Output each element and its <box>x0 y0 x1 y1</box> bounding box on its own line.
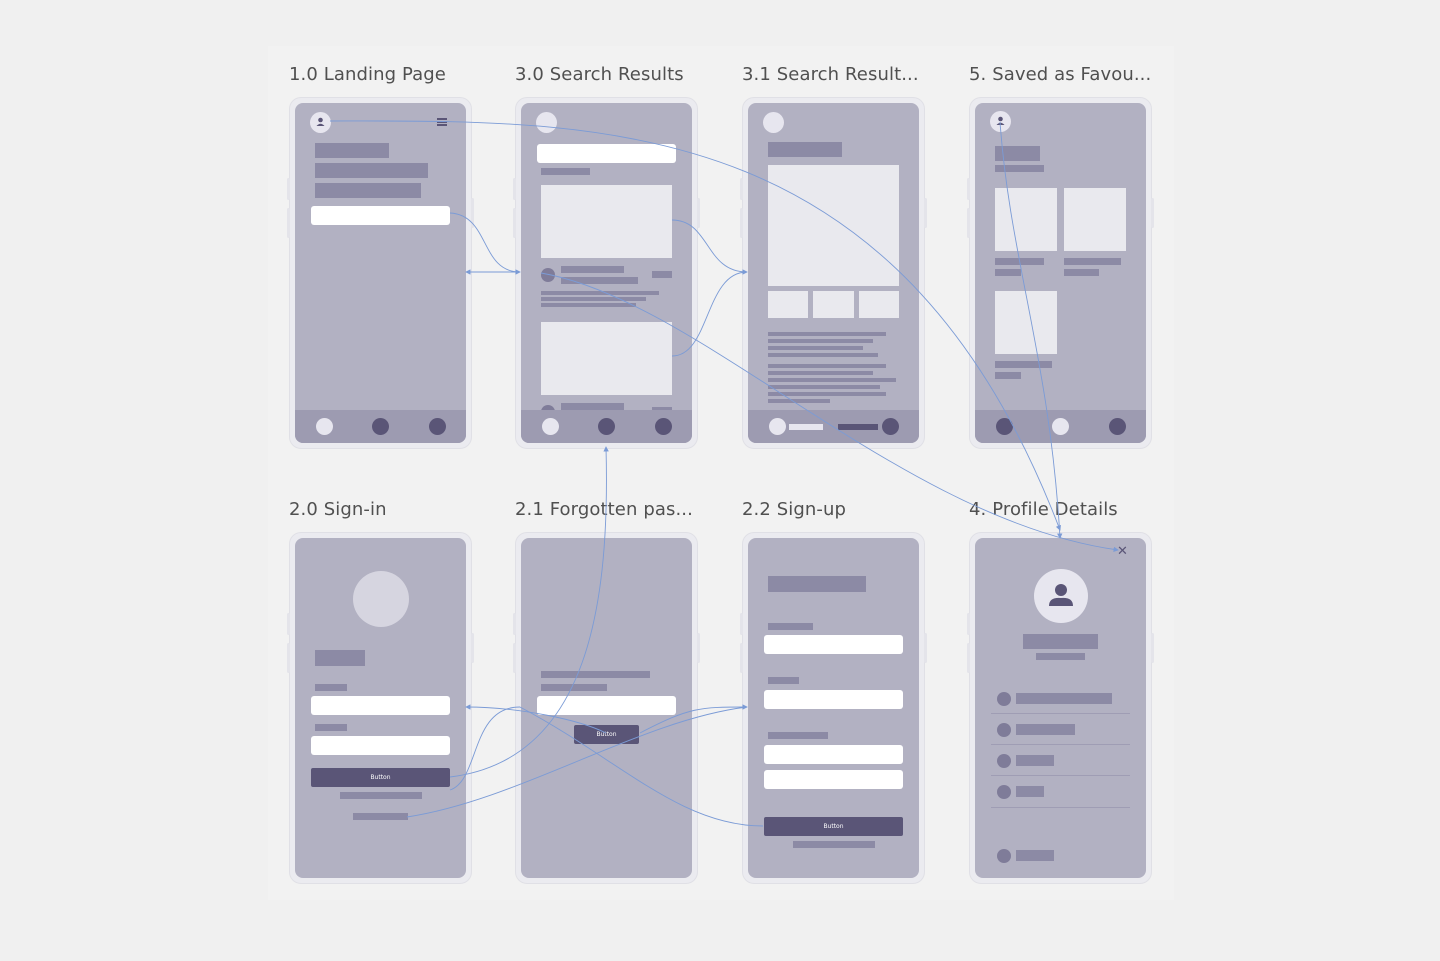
nav-icon-home[interactable] <box>996 418 1013 435</box>
screen-title-profile-details: 4. Profile Details <box>969 499 1118 520</box>
profile-menu-item[interactable] <box>1016 724 1075 735</box>
profile-menu-item[interactable] <box>1016 693 1112 704</box>
screen-sign-up: Button <box>748 538 919 878</box>
password-field[interactable] <box>311 736 450 755</box>
screen-sign-in: Button <box>295 538 466 878</box>
nav-icon-favourite[interactable] <box>882 418 899 435</box>
nav-icon-profile[interactable] <box>429 418 446 435</box>
username-field[interactable] <box>311 696 450 715</box>
avatar-icon[interactable] <box>536 112 557 133</box>
menu-icon[interactable] <box>437 118 447 126</box>
phone-sign-up[interactable]: Button <box>740 532 927 884</box>
profile-menu-item[interactable] <box>1016 786 1044 797</box>
bottom-nav <box>975 410 1146 443</box>
favourite-item[interactable] <box>1064 188 1126 251</box>
detail-main-image[interactable] <box>768 165 899 286</box>
phone-forgotten-password[interactable]: Button <box>513 532 700 884</box>
sign-in-button[interactable]: Button <box>311 768 450 787</box>
screen-title-sign-in: 2.0 Sign-in <box>289 499 387 520</box>
phone-landing[interactable] <box>287 97 474 449</box>
phone-saved-favourites[interactable] <box>967 97 1154 449</box>
result-image[interactable] <box>541 322 672 395</box>
phone-search-result-detail[interactable] <box>740 97 927 449</box>
sign-up-link[interactable] <box>353 813 408 820</box>
screen-title-landing: 1.0 Landing Page <box>289 64 446 85</box>
phone-search-results[interactable] <box>513 97 700 449</box>
sign-up-button[interactable]: Button <box>764 817 903 836</box>
nav-icon-profile[interactable] <box>1109 418 1126 435</box>
search-field-placeholder[interactable] <box>537 144 676 163</box>
name-field[interactable] <box>764 635 903 654</box>
avatar-icon[interactable] <box>310 112 331 133</box>
close-icon[interactable]: ✕ <box>1117 544 1128 559</box>
nav-icon-favourites[interactable] <box>1052 418 1069 435</box>
screen-search-result-detail <box>748 103 919 443</box>
nav-icon-search[interactable] <box>598 418 615 435</box>
bottom-nav <box>748 410 919 443</box>
profile-menu-item[interactable] <box>1016 755 1054 766</box>
screen-forgotten-password: Button <box>521 538 692 878</box>
result-image[interactable] <box>541 185 672 258</box>
phone-sign-in[interactable]: Button <box>287 532 474 884</box>
avatar <box>353 571 409 627</box>
reset-password-button[interactable]: Button <box>574 725 639 744</box>
search-field-placeholder[interactable] <box>311 206 450 225</box>
nav-icon-profile[interactable] <box>655 418 672 435</box>
screen-title-search-result-detail: 3.1 Search Result... <box>742 64 919 85</box>
nav-icon-home[interactable] <box>542 418 559 435</box>
nav-icon-home[interactable] <box>316 418 333 435</box>
favourite-item[interactable] <box>995 291 1057 354</box>
bottom-nav <box>295 410 466 443</box>
screen-title-search-results: 3.0 Search Results <box>515 64 684 85</box>
screen-landing <box>295 103 466 443</box>
nav-icon-search[interactable] <box>372 418 389 435</box>
screen-saved-favourites <box>975 103 1146 443</box>
confirm-password-field[interactable] <box>764 770 903 789</box>
screen-search-results <box>521 103 692 443</box>
favourite-item[interactable] <box>995 188 1057 251</box>
phone-profile-details[interactable]: ✕ <box>967 532 1154 884</box>
password-field[interactable] <box>764 745 903 764</box>
email-field[interactable] <box>537 696 676 715</box>
bottom-nav <box>521 410 692 443</box>
screen-profile-details: ✕ <box>975 538 1146 878</box>
avatar-icon[interactable] <box>990 111 1011 132</box>
avatar-icon[interactable] <box>763 112 784 133</box>
screen-title-sign-up: 2.2 Sign-up <box>742 499 847 520</box>
person-icon <box>1034 569 1088 623</box>
screen-title-saved-favourites: 5. Saved as Favou... <box>969 64 1152 85</box>
nav-icon-back[interactable] <box>769 418 786 435</box>
email-field[interactable] <box>764 690 903 709</box>
profile-menu-item[interactable] <box>1016 850 1054 861</box>
screen-title-forgotten-password: 2.1 Forgotten pas... <box>515 499 693 520</box>
